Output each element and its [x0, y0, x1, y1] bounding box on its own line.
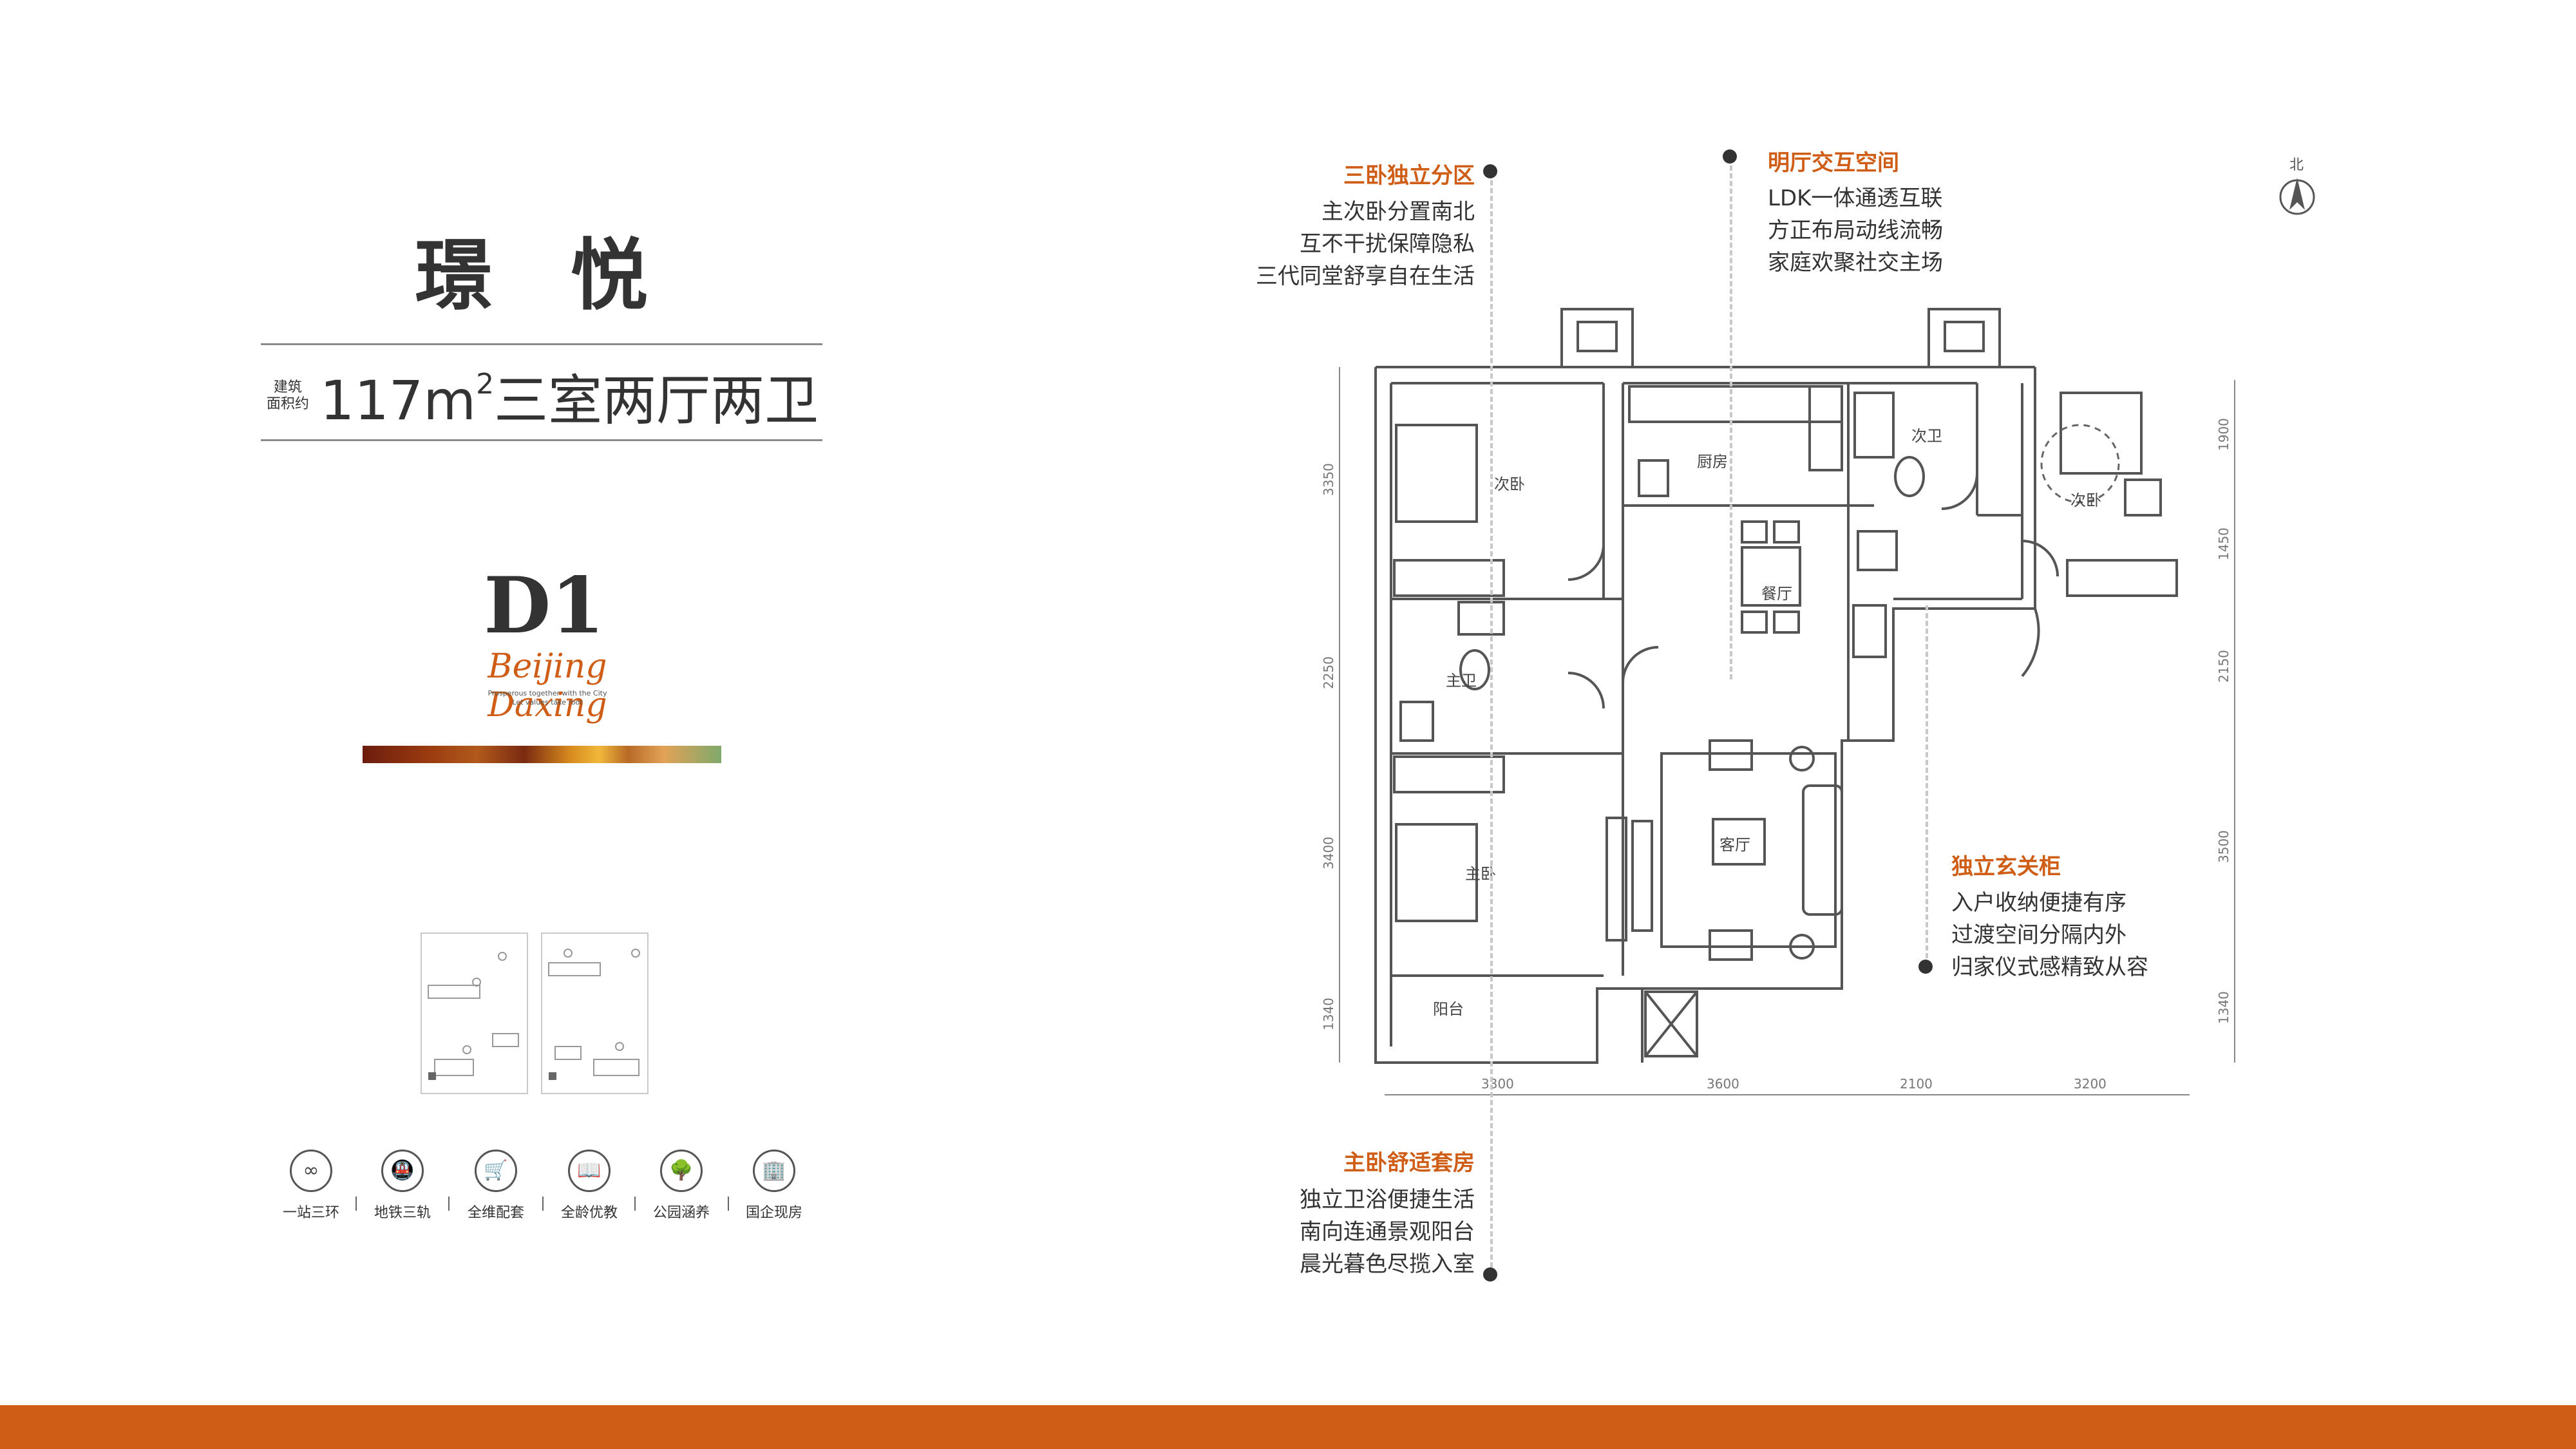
- highlight-line: 入户收纳便捷有序: [1951, 890, 2126, 916]
- feature-separator: [355, 1197, 357, 1211]
- highlight-line: 过渡空间分隔内外: [1951, 922, 2126, 948]
- highlight-entry-text: 入户收纳便捷有序 过渡空间分隔内外 归家仪式感精致从容: [1951, 887, 2148, 983]
- feature-separator: [634, 1197, 636, 1211]
- feature-2-label: 地铁三轨: [374, 1205, 431, 1221]
- feature-6-label: 国企现房: [745, 1205, 802, 1221]
- area-text: 117m2三室两厅两卫: [320, 357, 819, 435]
- dim-bottom-2: 3600: [1707, 1076, 1739, 1092]
- feature-3: 🛒 全维配套: [454, 1150, 538, 1222]
- feature-separator: [542, 1197, 544, 1211]
- area-sup: 2: [476, 367, 495, 401]
- subway-icon: 🚇: [381, 1150, 424, 1192]
- dim-right-1: 1900: [2216, 418, 2231, 451]
- highlight-line: 归家仪式感精致从容: [1951, 954, 2148, 980]
- script-logo: Beijing Daxing: [488, 647, 607, 724]
- dim-right-4: 3500: [2216, 830, 2231, 863]
- highlight-line: LDK一体通透互联: [1768, 185, 1943, 211]
- feature-1-label: 一站三环: [282, 1205, 339, 1221]
- highlight-line: 方正布局动线流畅: [1768, 218, 1943, 243]
- feature-separator: [728, 1197, 729, 1211]
- callout-dot: [1483, 164, 1497, 178]
- dim-right-2: 1450: [2216, 527, 2231, 560]
- north-label: 北: [2289, 157, 2304, 173]
- room-dining: 餐厅: [1761, 585, 1792, 603]
- area-value: 117m: [319, 368, 477, 432]
- book-icon: 📖: [568, 1150, 611, 1192]
- footer-band: [0, 1405, 2576, 1449]
- callout-dot: [1918, 960, 1933, 974]
- room-balcony: 阳台: [1433, 1000, 1464, 1018]
- feature-5-label: 公园涵养: [652, 1205, 710, 1221]
- unit-code: D1: [484, 560, 605, 651]
- highlight-line: 南向连通景观阳台: [1300, 1219, 1475, 1245]
- building-icon: 🏢: [753, 1150, 795, 1192]
- unit-thumbnail-2[interactable]: [541, 933, 649, 1094]
- highlight-line: 主次卧分置南北: [1321, 199, 1475, 225]
- highlight-entry-title: 独立玄关柜: [1951, 854, 2061, 880]
- script-tagline: Prosperous together with the City Let va…: [425, 689, 670, 707]
- area-badge: 建筑 面积约: [265, 373, 311, 419]
- highlight-line: 家庭欢聚社交主场: [1768, 250, 1943, 276]
- dim-bottom-4: 3200: [2074, 1076, 2107, 1092]
- feature-4-label: 全龄优教: [560, 1205, 618, 1221]
- dim-bottom-3: 2100: [1900, 1076, 1933, 1092]
- dim-right-5: 1340: [2216, 991, 2231, 1024]
- feature-2: 🚇 地铁三轨: [361, 1150, 444, 1222]
- dim-left-4: 1340: [1321, 998, 1336, 1030]
- highlight-line: 独立卫浴便捷生活: [1300, 1187, 1475, 1213]
- divider-bottom: [261, 439, 822, 441]
- dim-left-1: 3350: [1321, 463, 1336, 496]
- dim-right-3: 2150: [2216, 650, 2231, 683]
- script-tagline-1: Prosperous together with the City: [488, 689, 607, 697]
- dim-bottom-1: 3300: [1481, 1076, 1514, 1092]
- room-second-bedroom-left: 次卧: [1494, 475, 1525, 493]
- dim-left-3: 3400: [1321, 837, 1336, 869]
- floor-plan: 3350 2250 3400 1340 3300 3600 2100 3200 …: [1321, 308, 2235, 1095]
- highlight-line: 三代同堂舒享自在生活: [1256, 263, 1475, 289]
- room-living: 客厅: [1719, 836, 1750, 854]
- callout-dot: [1723, 149, 1737, 164]
- feature-3-label: 全维配套: [467, 1205, 524, 1221]
- highlight-line: 互不干扰保障隐私: [1300, 231, 1475, 257]
- callout-dot: [1483, 1267, 1497, 1282]
- room-second-bedroom-right: 次卧: [2070, 491, 2101, 509]
- color-gradient-bar: [363, 746, 721, 763]
- guide-line-left: [1490, 180, 1493, 1275]
- highlight-master-text: 独立卫浴便捷生活 南向连通景观阳台 晨光暮色尽揽入室: [1217, 1184, 1475, 1280]
- highlight-living-title: 明厅交互空间: [1768, 150, 1899, 176]
- feature-5: 🌳 公园涵养: [639, 1150, 723, 1222]
- feature-separator: [448, 1197, 450, 1211]
- guide-line-right: [1926, 605, 1928, 966]
- shopping-cart-icon: 🛒: [475, 1150, 517, 1192]
- divider-top: [261, 343, 822, 345]
- area-row: 建筑 面积约 117m2三室两厅两卫: [261, 357, 822, 435]
- highlight-master-title: 主卧舒适套房: [1343, 1150, 1475, 1176]
- room-kitchen: 厨房: [1697, 453, 1728, 471]
- feature-1: ∞ 一站三环: [269, 1150, 353, 1222]
- dim-left-2: 2250: [1321, 656, 1336, 689]
- guide-line-middle: [1730, 158, 1732, 679]
- feature-4: 📖 全龄优教: [547, 1150, 631, 1222]
- area-rooms: 三室两厅两卫: [494, 368, 819, 432]
- unit-thumbnail-1[interactable]: [421, 933, 528, 1094]
- room-second-bath: 次卫: [1911, 427, 1942, 445]
- room-master-bath: 主卫: [1446, 672, 1477, 690]
- highlight-line: 晨光暮色尽揽入室: [1300, 1251, 1475, 1277]
- area-badge-line2: 面积约: [266, 396, 309, 412]
- highlight-bedrooms-text: 主次卧分置南北 互不干扰保障隐私 三代同堂舒享自在生活: [1217, 196, 1475, 292]
- tree-icon: 🌳: [660, 1150, 703, 1192]
- ring-road-icon: ∞: [290, 1150, 332, 1192]
- project-title: 璟 悦: [415, 230, 674, 321]
- north-arrow-icon: [2278, 173, 2316, 220]
- highlight-bedrooms-title: 三卧独立分区: [1343, 163, 1475, 189]
- script-tagline-2: Let values take root: [512, 698, 583, 706]
- highlight-living-text: LDK一体通透互联 方正布局动线流畅 家庭欢聚社交主场: [1768, 182, 1943, 279]
- area-badge-line1: 建筑: [273, 379, 302, 395]
- feature-6: 🏢 国企现房: [732, 1150, 816, 1222]
